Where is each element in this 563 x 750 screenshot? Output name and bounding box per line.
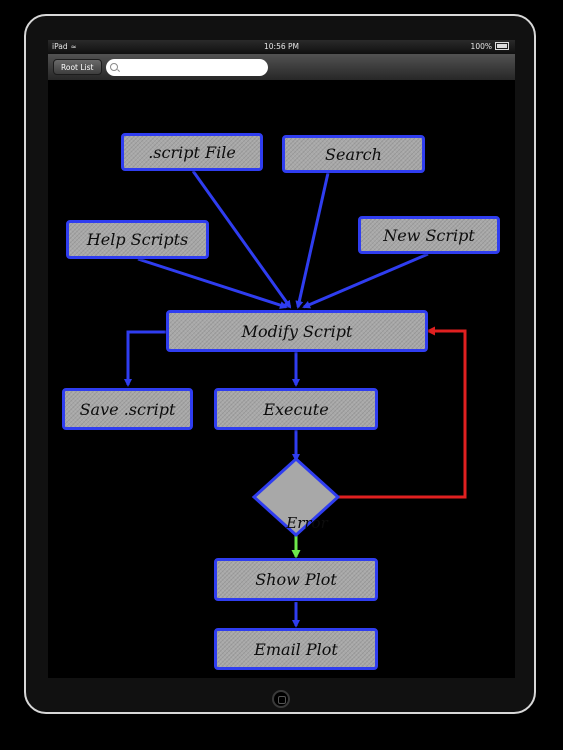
battery-label: 100% [470, 42, 492, 51]
arrow-modify-to-save [124, 330, 168, 387]
script-file-node[interactable]: .script File [121, 133, 263, 171]
show-plot-node[interactable]: Show Plot [214, 558, 378, 601]
modify-script-node[interactable]: Modify Script [166, 310, 428, 352]
new-script-node[interactable]: New Script [358, 216, 500, 254]
wifi-icon: ≈ [70, 43, 77, 51]
toolbar: Root List [48, 54, 515, 81]
search-icon [110, 63, 118, 71]
execute-node[interactable]: Execute [214, 388, 378, 430]
search-node[interactable]: Search [282, 135, 425, 173]
email-plot-node[interactable]: Email Plot [214, 628, 378, 670]
error-node-label: Error [286, 514, 328, 532]
battery-status: 100% [471, 40, 509, 54]
root-list-button[interactable]: Root List [53, 59, 102, 75]
home-button[interactable] [272, 690, 290, 708]
device-label: iPad≈ [52, 40, 77, 54]
screen: iPad≈ 10:56 PM 100% Root List [48, 40, 515, 678]
save-script-node[interactable]: Save .script [62, 388, 193, 430]
device-name: iPad [52, 42, 68, 51]
arrow-scriptfile-to-modify [191, 170, 292, 309]
flowchart-connectors [124, 170, 467, 628]
search-input[interactable] [106, 59, 268, 76]
help-scripts-node[interactable]: Help Scripts [66, 220, 209, 259]
status-time: 10:56 PM [264, 42, 299, 51]
arrow-search-to-modify [295, 172, 330, 309]
error-diamond [251, 456, 341, 538]
status-bar: iPad≈ 10:56 PM 100% [48, 40, 515, 54]
battery-icon [495, 42, 509, 50]
arrow-error-to-modify [336, 326, 467, 499]
arrow-help-to-modify [137, 257, 288, 309]
arrow-newscript-to-modify [302, 252, 429, 309]
